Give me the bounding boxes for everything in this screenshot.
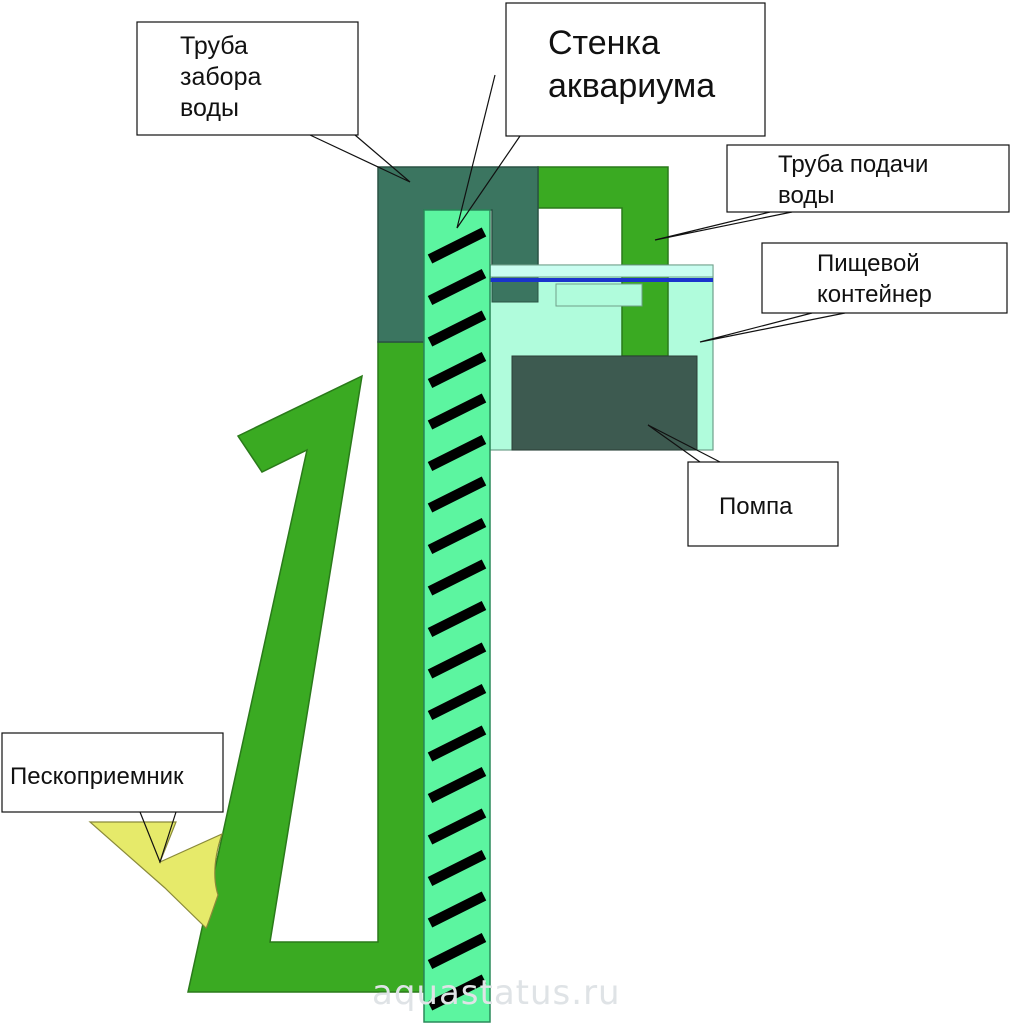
aquarium-wall-line-1: Стенка (548, 24, 660, 62)
callout-sand-trap: Пескоприемник (1, 732, 224, 813)
wall-hatch-mark (427, 642, 487, 679)
food-container (489, 264, 714, 451)
wall-hatch-mark (427, 352, 487, 388)
wall-hatch-mark (427, 227, 487, 264)
container-inner-tray (555, 283, 643, 307)
callout-aquarium-wall: Стенка аквариума (505, 2, 766, 137)
wall-hatch-mark (427, 891, 487, 928)
pointer-sand-trap (139, 811, 177, 864)
pump-label: Помпа (719, 493, 793, 520)
svg-text:Труба подачи воды: Труба подачи воды (778, 151, 935, 209)
sand-trap (88, 821, 224, 929)
wall-hatch-mark (427, 933, 487, 969)
wall-hatch-mark (427, 684, 487, 720)
callout-pump: Помпа (687, 461, 839, 547)
container-lid (489, 264, 714, 278)
callout-intake-pipe: Труба забора воды (136, 21, 359, 136)
svg-text:Стенка аквариума: Стенка аквариума (548, 24, 715, 105)
wall-hatch-mark (427, 725, 487, 762)
svg-text:Труба забора воды: Труба забора воды (180, 32, 268, 122)
wall-hatch-mark (427, 310, 487, 347)
wall-hatch-mark (427, 850, 487, 886)
wall-hatching (427, 227, 487, 1011)
pointer-aquarium-wall (456, 74, 521, 229)
watermark: aquastatus.ru (372, 973, 621, 1013)
wall-hatch-mark (427, 393, 487, 430)
outer-green-pipe (187, 341, 425, 993)
aquarium-wall-line-2: аквариума (548, 67, 715, 105)
svg-text:Пищевой контейнер: Пищевой контейнер (817, 250, 932, 308)
svg-text:Помпа: Помпа (719, 493, 793, 520)
sand-trap-label: Пескоприемник (10, 763, 184, 790)
callout-pointers (139, 74, 846, 864)
wall-hatch-mark (427, 518, 487, 554)
wall-hatch-mark (427, 476, 487, 513)
pointer-pump (647, 424, 721, 463)
wall-hatch-mark (427, 559, 487, 596)
svg-text:Пескоприемник: Пескоприемник (10, 763, 184, 790)
supply-pipe-line-1: Труба подачи (778, 151, 928, 178)
pointer-intake-pipe (309, 134, 411, 183)
wall-hatch-mark (427, 808, 487, 845)
aquarium-wall (423, 209, 491, 1023)
callout-food-container: Пищевой контейнер (761, 242, 1008, 314)
wall-hatch-mark (427, 435, 487, 471)
food-container-line-1: Пищевой (817, 250, 920, 277)
wall-hatch-mark (427, 974, 487, 1011)
intake-pipe-line-1: Труба (180, 32, 248, 60)
intake-pipe-line-3: воды (180, 94, 239, 122)
wall-hatch-mark (427, 767, 487, 803)
supply-pipe-line-2: воды (778, 182, 835, 209)
intake-pipe-line-2: забора (180, 63, 261, 91)
wall-hatch-mark (427, 269, 487, 305)
pointer-supply-pipe (654, 211, 793, 241)
food-container-line-2: контейнер (817, 281, 932, 308)
pointer-food-container (699, 312, 846, 343)
wall-hatch-mark (427, 601, 487, 637)
callout-supply-pipe: Труба подачи воды (726, 144, 1010, 213)
